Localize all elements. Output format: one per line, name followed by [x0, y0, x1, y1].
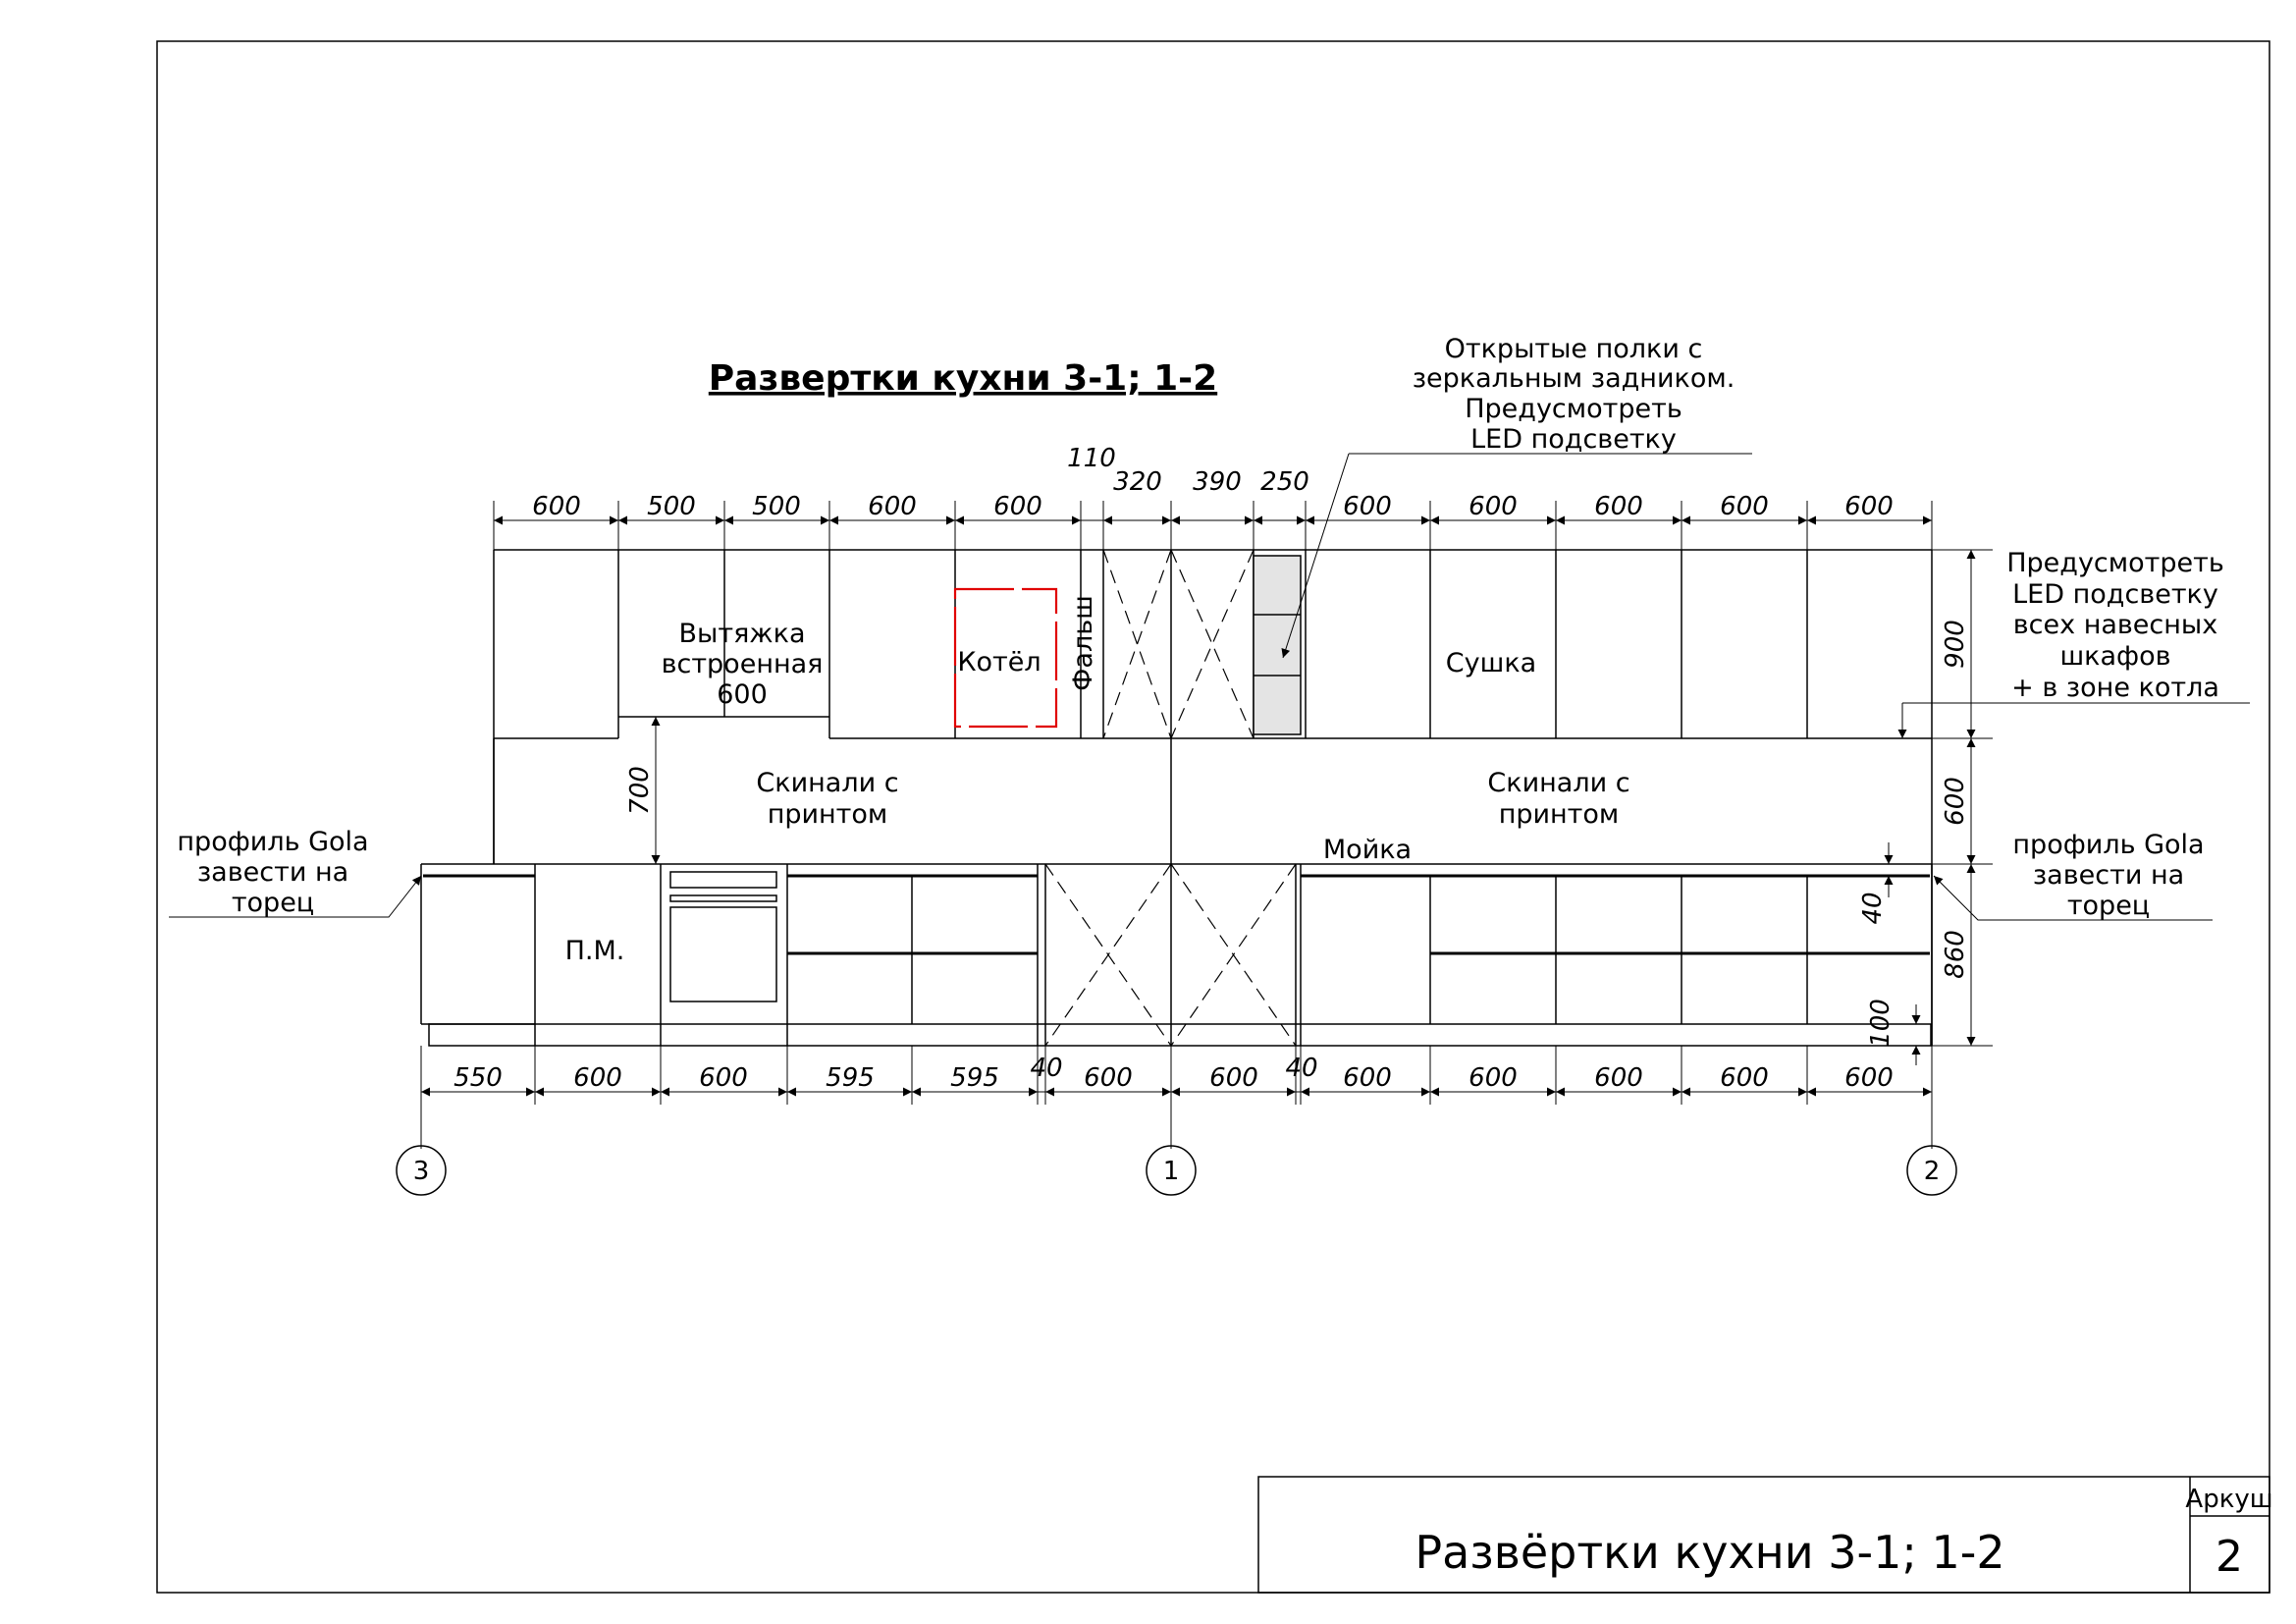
dim-v-gap: 700: [625, 766, 655, 815]
dim-bottom-1: 600: [573, 1063, 622, 1093]
axis-markers: 3 1 2: [396, 1046, 1957, 1196]
note-open-shelves-3: Предусмотреть: [1465, 394, 1682, 424]
axis-2-circle: [1906, 1145, 1957, 1196]
falsh-label: Фальш: [1068, 595, 1098, 691]
dim-top-0: 600: [532, 492, 581, 521]
skinali-right-1: Скинали с: [1487, 768, 1629, 798]
sheet-frame: [156, 40, 2270, 1594]
title-block: Аркуш 2 Развёртки кухни 3-1; 1-2: [1257, 1476, 2273, 1594]
axis-2-label: 2: [1924, 1157, 1941, 1186]
dim-v-backsplash: 600: [1941, 777, 1970, 826]
oven: [669, 871, 777, 889]
axis-1-circle: [1146, 1145, 1197, 1196]
dim-top-10: 600: [1468, 492, 1518, 521]
vertical-dimensions: 900 600 860 700 40 100: [625, 549, 1993, 1065]
axis-1-label: 1: [1163, 1157, 1180, 1186]
dim-bottom-0: 550: [454, 1063, 503, 1093]
labels: Вытяжка встроенная 600 Котёл Фальш Сушка…: [565, 595, 1630, 966]
skinali-left-1: Скинали с: [756, 768, 898, 798]
dim-bottom-4: 595: [950, 1063, 999, 1093]
dim-bottom-6: 600: [1084, 1063, 1133, 1093]
dishwasher-label: П.М.: [565, 936, 625, 966]
top-dimensions: 600 500 500 600 600 110 320 390 250 600 …: [493, 444, 1933, 550]
note-open-shelves-2: зеркальным задником.: [1413, 363, 1735, 394]
dryer-label: Сушка: [1446, 648, 1536, 678]
dim-bottom-13: 600: [1844, 1063, 1894, 1093]
dim-bottom-10: 600: [1468, 1063, 1518, 1093]
dim-v-plinth: 100: [1866, 999, 1896, 1048]
note-led-3: всех навесных: [2013, 610, 2217, 640]
note-gola-left-1: профиль Gola: [177, 827, 368, 857]
dim-bottom-5: 40: [1030, 1054, 1062, 1083]
dim-top-11: 600: [1594, 492, 1643, 521]
boiler-box: [953, 587, 1058, 729]
dim-top-13: 600: [1844, 492, 1894, 521]
dim-top-12: 600: [1720, 492, 1769, 521]
hood-label-3: 600: [717, 679, 768, 710]
open-shelves: [1253, 555, 1302, 735]
note-led-5: + в зоне котла: [2011, 673, 2219, 703]
note-open-shelves-4: LED подсветку: [1470, 424, 1677, 455]
hood-label-2: встроенная: [662, 649, 824, 679]
dim-bottom-11: 600: [1594, 1063, 1643, 1093]
dim-top-6: 320: [1113, 467, 1162, 497]
dim-top-8: 250: [1260, 467, 1309, 497]
upper-cabinets: [493, 549, 1933, 1046]
note-led-4: шкафов: [2059, 641, 2170, 672]
note-gola-left-2: завести на: [197, 857, 348, 888]
dim-v-counter: 40: [1858, 892, 1888, 924]
dim-top-2: 500: [752, 492, 801, 521]
note-gola-right-3: торец: [2067, 891, 2150, 921]
dim-v-upper: 900: [1941, 620, 1970, 669]
dim-top-7: 390: [1193, 467, 1242, 497]
dim-bottom-8: 40: [1285, 1054, 1317, 1083]
note-gola-right-2: завести на: [2033, 860, 2184, 891]
axis-3-label: 3: [413, 1157, 430, 1186]
dim-top-5: 110: [1067, 444, 1116, 473]
sheet-label: Аркуш: [2185, 1485, 2272, 1514]
dim-v-base: 860: [1941, 930, 1970, 979]
dim-bottom-3: 595: [826, 1063, 875, 1093]
axis-3-circle: [396, 1145, 447, 1196]
note-led-1: Предусмотреть: [2006, 548, 2224, 578]
dim-top-3: 600: [868, 492, 917, 521]
dim-bottom-9: 600: [1343, 1063, 1392, 1093]
dim-top-1: 500: [647, 492, 696, 521]
notes: Открытые полки с зеркальным задником. Пр…: [169, 334, 2250, 921]
boiler-label: Котёл: [957, 647, 1041, 677]
dim-bottom-12: 600: [1720, 1063, 1769, 1093]
dim-top-9: 600: [1343, 492, 1392, 521]
skinali-right-2: принтом: [1499, 799, 1620, 830]
dim-top-4: 600: [993, 492, 1042, 521]
title-block-name: Развёртки кухни 3-1; 1-2: [1415, 1526, 2004, 1579]
skinali-left-2: принтом: [768, 799, 888, 830]
note-gola-left-3: торец: [232, 888, 314, 918]
bottom-dimensions: 550 600 600 595 595 40 600 600 40 600 60…: [420, 1046, 1933, 1149]
dim-bottom-2: 600: [699, 1063, 748, 1093]
hood-label-1: Вытяжка: [679, 619, 806, 649]
sink-label: Мойка: [1323, 835, 1412, 865]
dim-bottom-7: 600: [1209, 1063, 1258, 1093]
note-open-shelves-1: Открытые полки с: [1445, 334, 1703, 364]
base-cabinets: [420, 863, 1933, 1047]
note-gola-right-1: профиль Gola: [2012, 830, 2204, 860]
note-led-2: LED подсветку: [2012, 579, 2218, 610]
sheet-number: 2: [2216, 1532, 2243, 1582]
page-title: Развертки кухни 3-1; 1-2: [709, 358, 1217, 399]
